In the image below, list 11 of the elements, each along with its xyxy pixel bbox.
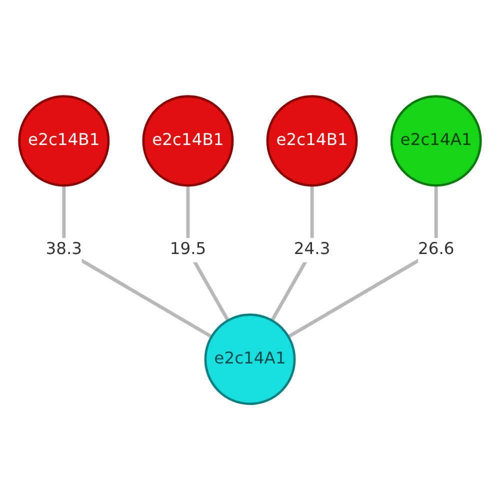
node-circle: e2c14B1 (18, 95, 110, 187)
edge-label: 38.3 (46, 240, 82, 259)
node-circle: e2c14B1 (266, 95, 358, 187)
edge-label: 24.3 (294, 240, 330, 259)
edge-label: 19.5 (170, 240, 206, 259)
node-circle: e2c14B1 (142, 95, 234, 187)
node-circle: e2c14A1 (204, 313, 296, 405)
edge-label: 26.6 (418, 240, 454, 259)
node-circle: e2c14A1 (390, 95, 482, 187)
connector (288, 185, 438, 338)
connector (62, 185, 212, 338)
